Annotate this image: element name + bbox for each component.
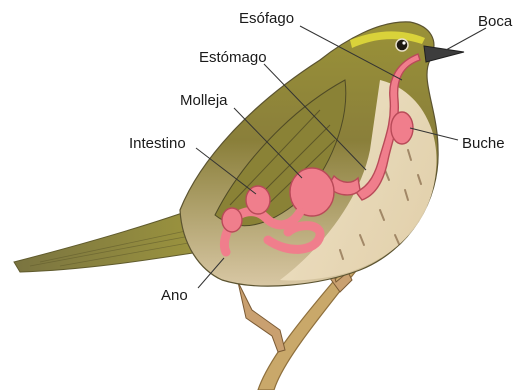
beak: [424, 46, 464, 62]
eye: [396, 39, 408, 51]
leader-boca: [446, 28, 486, 50]
label-ano: Ano: [161, 288, 188, 303]
label-estomago: Estómago: [199, 50, 267, 65]
label-boca: Boca: [478, 14, 512, 29]
label-esofago: Esófago: [239, 11, 294, 26]
label-molleja: Molleja: [180, 93, 228, 108]
leg-back: [238, 282, 285, 352]
gizzard-organ: [290, 168, 334, 216]
crop-organ: [391, 112, 413, 144]
label-intestino: Intestino: [129, 136, 186, 151]
label-buche: Buche: [462, 136, 505, 151]
